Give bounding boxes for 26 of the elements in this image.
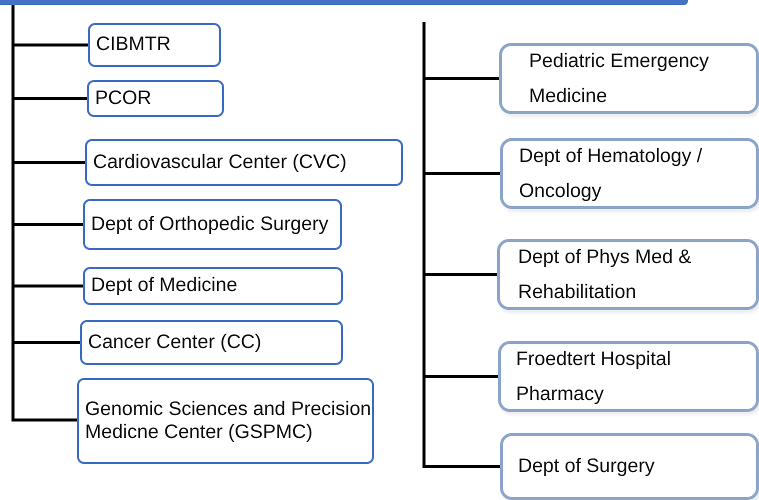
unit-box <box>499 43 759 114</box>
unit-box <box>88 23 221 67</box>
unit-name: Froedtert Hospital Pharmacy <box>516 347 672 406</box>
unit-name: Genomic Sciences and Precision Medicne Center (GSPMC) <box>85 398 372 444</box>
unit-name: Dept of Orthopedic Surgery <box>91 212 328 236</box>
unit-name: Pediatric Emergency Medicine <box>529 49 710 108</box>
unit-name: PCOR <box>95 86 152 110</box>
unit-box <box>80 320 343 365</box>
unit-box <box>500 433 759 500</box>
connector-line <box>422 22 500 468</box>
unit-box <box>85 139 403 186</box>
unit-box <box>87 80 224 117</box>
unit-box <box>83 267 343 305</box>
unit-box <box>77 378 374 464</box>
unit-box <box>500 138 759 209</box>
unit-box <box>83 199 342 250</box>
header-bar <box>0 0 688 5</box>
unit-name: CIBMTR <box>96 33 171 57</box>
unit-name: Cancer Center (CC) <box>88 330 262 354</box>
unit-name: Dept of Hematology / Oncology <box>519 144 704 204</box>
unit-name: Dept of Medicine <box>91 274 238 298</box>
unit-box <box>497 239 759 310</box>
unit-name: Dept of Surgery <box>518 454 655 480</box>
unit-box <box>498 341 759 412</box>
unit-name: Cardiovascular Center (CVC) <box>93 150 347 174</box>
unit-name: Dept of Phys Med & Rehabilitation <box>518 245 692 304</box>
